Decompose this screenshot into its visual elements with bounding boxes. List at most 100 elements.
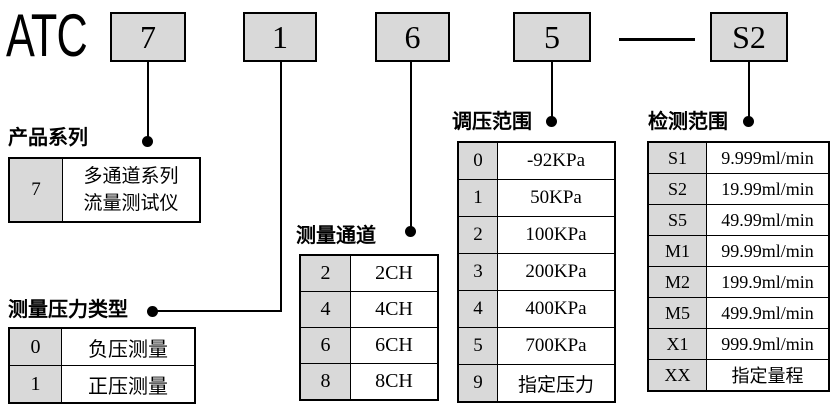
code-separator-dash — [619, 38, 695, 41]
key-cell: 1 — [457, 179, 498, 217]
value-cell: 100KPa — [497, 216, 616, 254]
value-cell: 多通道系列 流量测试仪 — [62, 157, 201, 223]
table-row: X1 999.9ml/min — [647, 328, 830, 360]
key-cell: S2 — [647, 173, 707, 205]
value-cell: 6CH — [350, 327, 439, 364]
key-cell: 1 — [8, 365, 62, 404]
code-box-pressure-type: 1 — [243, 12, 317, 62]
key-cell: 0 — [8, 327, 62, 366]
key-cell: 5 — [457, 327, 498, 365]
connector-dot-channels — [405, 226, 416, 237]
table-row: 7 多通道系列 流量测试仪 — [8, 157, 201, 223]
value-cell: 499.9ml/min — [706, 297, 830, 329]
pressure-type-table: 0 负压测量 1 正压测量 — [8, 327, 196, 404]
connector-dot-pressure-range — [546, 116, 557, 127]
table-row: M2 199.9ml/min — [647, 266, 830, 298]
table-row: XX 指定量程 — [647, 359, 830, 392]
table-row: S2 19.99ml/min — [647, 173, 830, 205]
product-series-table: 7 多通道系列 流量测试仪 — [8, 157, 201, 223]
connector-line-pressure-range — [551, 62, 553, 120]
code-box-detect-range: S2 — [710, 12, 788, 62]
value-cell: 199.9ml/min — [706, 266, 830, 298]
heading-pressure-range: 调压范围 — [452, 111, 532, 133]
table-row: 6 6CH — [299, 327, 439, 364]
code-box-channels: 6 — [375, 12, 450, 62]
table-row: 4 400KPa — [457, 290, 616, 328]
table-row: 1 正压测量 — [8, 365, 196, 404]
value-cell: -92KPa — [497, 141, 616, 180]
key-cell: 6 — [299, 327, 351, 364]
key-cell: 9 — [457, 364, 498, 403]
value-cell: 8CH — [350, 363, 439, 401]
value-line-1: 多通道系列 — [83, 166, 179, 187]
table-row: 0 负压测量 — [8, 327, 196, 366]
table-row: M5 499.9ml/min — [647, 297, 830, 329]
connector-dot-pressure-type — [147, 306, 158, 317]
key-cell: 2 — [457, 216, 498, 254]
heading-detect-range: 检测范围 — [648, 111, 728, 133]
value-cell: 正压测量 — [61, 365, 196, 404]
heading-pressure-type: 测量压力类型 — [8, 299, 128, 321]
value-cell: 49.99ml/min — [706, 204, 830, 236]
key-cell: S5 — [647, 204, 707, 236]
value-cell: 50KPa — [497, 179, 616, 217]
code-box-pressure-range-label: 5 — [544, 18, 560, 55]
value-cell: 4CH — [350, 291, 439, 328]
key-cell: M5 — [647, 297, 707, 329]
value-cell: 99.99ml/min — [706, 235, 830, 267]
key-cell: 8 — [299, 363, 351, 401]
key-cell: 7 — [8, 157, 63, 223]
value-cell: 400KPa — [497, 290, 616, 328]
table-row: 1 50KPa — [457, 179, 616, 217]
connector-dot-series — [142, 136, 153, 147]
table-row: 4 4CH — [299, 291, 439, 328]
key-cell: XX — [647, 359, 707, 392]
table-row: S1 9.999ml/min — [647, 141, 830, 174]
channels-table: 2 2CH 4 4CH 6 6CH 8 8CH — [299, 254, 439, 401]
value-cell: 19.99ml/min — [706, 173, 830, 205]
key-cell: 4 — [457, 290, 498, 328]
key-cell: S1 — [647, 141, 707, 174]
key-cell: 4 — [299, 291, 351, 328]
brand-prefix-label: ATC — [6, 2, 88, 69]
table-row: 2 100KPa — [457, 216, 616, 254]
code-box-channels-label: 6 — [404, 18, 421, 55]
connector-line-detect-range — [748, 62, 750, 120]
value-cell: 999.9ml/min — [706, 328, 830, 360]
table-row: 5 700KPa — [457, 327, 616, 365]
key-cell: X1 — [647, 328, 707, 360]
code-box-series: 7 — [110, 12, 186, 62]
key-cell: 3 — [457, 253, 498, 291]
connector-line-pressure-type-h — [153, 310, 282, 312]
connector-line-pressure-type-v — [280, 62, 282, 312]
table-row: 8 8CH — [299, 363, 439, 401]
table-row: M1 99.99ml/min — [647, 235, 830, 267]
code-box-detect-range-label: S2 — [732, 18, 766, 55]
value-cell: 2CH — [350, 254, 439, 292]
code-box-pressure-range: 5 — [513, 12, 591, 62]
value-cell: 指定量程 — [706, 359, 830, 392]
key-cell: 2 — [299, 254, 351, 292]
value-line-2: 流量测试仪 — [83, 193, 179, 214]
code-box-series-label: 7 — [140, 18, 156, 55]
value-cell: 负压测量 — [61, 327, 196, 366]
connector-line-channels — [410, 62, 412, 230]
table-row: 0 -92KPa — [457, 141, 616, 180]
code-box-pressure-type-label: 1 — [272, 18, 288, 55]
heading-product-series: 产品系列 — [8, 127, 88, 149]
value-cell: 200KPa — [497, 253, 616, 291]
table-row: S5 49.99ml/min — [647, 204, 830, 236]
pressure-range-table: 0 -92KPa 1 50KPa 2 100KPa 3 200KPa 4 400… — [457, 141, 616, 403]
key-cell: M2 — [647, 266, 707, 298]
value-cell: 9.999ml/min — [706, 141, 830, 174]
value-cell: 700KPa — [497, 327, 616, 365]
table-row: 3 200KPa — [457, 253, 616, 291]
key-cell: M1 — [647, 235, 707, 267]
table-row: 2 2CH — [299, 254, 439, 292]
table-row: 9 指定压力 — [457, 364, 616, 403]
heading-channels: 测量通道 — [296, 225, 376, 247]
detect-range-table: S1 9.999ml/min S2 19.99ml/min S5 49.99ml… — [647, 141, 830, 392]
connector-dot-detect-range — [743, 116, 754, 127]
connector-line-series — [147, 62, 149, 138]
